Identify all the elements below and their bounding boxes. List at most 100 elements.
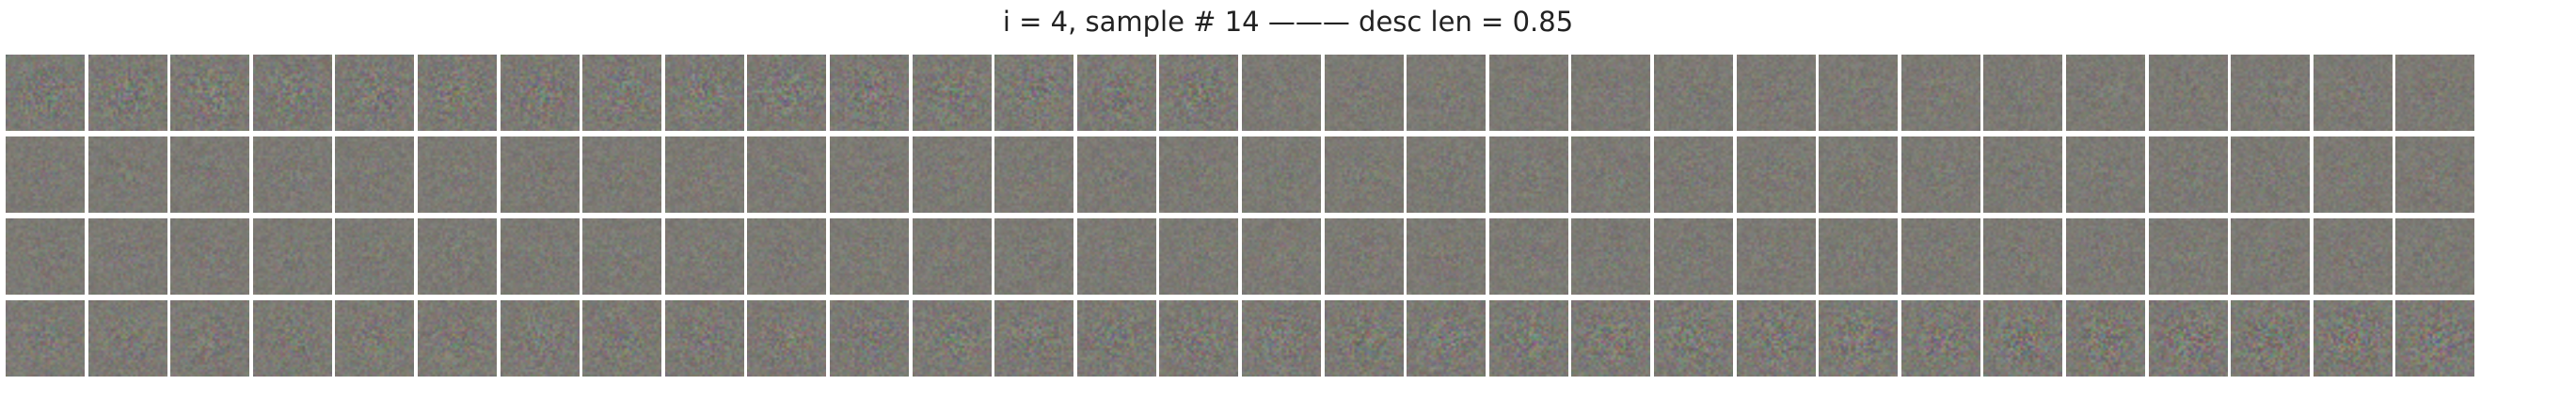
sample-image-tile [994, 218, 1073, 295]
sample-image [2395, 218, 2474, 295]
sample-image-tile [1325, 136, 1404, 213]
sample-image-tile [170, 55, 249, 131]
sample-image [582, 218, 661, 295]
sample-image-tile [913, 136, 992, 213]
sample-image-tile [1654, 136, 1733, 213]
sample-image-tile [1571, 300, 1650, 377]
sample-image-tile [913, 300, 992, 377]
sample-image-tile [2395, 136, 2474, 213]
sample-image-tile [665, 300, 744, 377]
sample-image-tile [665, 136, 744, 213]
sample-image [1571, 218, 1650, 295]
sample-image-tile [582, 300, 661, 377]
sample-image [2314, 136, 2393, 213]
sample-image-tile [747, 136, 826, 213]
sample-image-tile [582, 136, 661, 213]
sample-image [913, 300, 992, 377]
sample-image-tile [1159, 55, 1238, 131]
sample-image-tile [1489, 218, 1568, 295]
sample-image-tile [2231, 55, 2310, 131]
sample-image-tile [2149, 300, 2228, 377]
sample-image-tile [88, 300, 167, 377]
sample-image-tile [6, 55, 85, 131]
sample-image [88, 300, 167, 377]
sample-image-tile [418, 218, 497, 295]
sample-image-tile [1242, 300, 1321, 377]
sample-image [1571, 55, 1650, 131]
sample-image [2149, 218, 2228, 295]
sample-image-tile [1407, 218, 1486, 295]
sample-image-tile [1077, 55, 1156, 131]
sample-image-tile [994, 136, 1073, 213]
sample-image-tile [582, 218, 661, 295]
sample-image [2314, 218, 2393, 295]
sample-image-tile [1159, 300, 1238, 377]
sample-image [418, 136, 497, 213]
sample-image [665, 300, 744, 377]
sample-image-tile [1654, 300, 1733, 377]
sample-image [1901, 218, 1980, 295]
sample-image-tile [1983, 55, 2062, 131]
sample-image [582, 300, 661, 377]
sample-image-tile [1407, 55, 1486, 131]
sample-image [913, 55, 992, 131]
sample-image [1983, 55, 2062, 131]
sample-image [830, 300, 909, 377]
sample-image-tile [253, 218, 332, 295]
sample-image-tile [913, 218, 992, 295]
sample-image-tile [335, 300, 414, 377]
sample-image-tile [1983, 218, 2062, 295]
sample-image-tile [1737, 136, 1816, 213]
sample-image-tile [2395, 300, 2474, 377]
sample-image [88, 55, 167, 131]
sample-image-tile [2149, 55, 2228, 131]
sample-image [1325, 300, 1404, 377]
sample-image-tile [170, 218, 249, 295]
sample-image [582, 136, 661, 213]
sample-image-tile [1901, 218, 1980, 295]
sample-image [1489, 300, 1568, 377]
sample-image-tile [253, 55, 332, 131]
sample-image [994, 55, 1073, 131]
sample-image-tile [88, 218, 167, 295]
sample-image-tile [1901, 55, 1980, 131]
sample-image [665, 136, 744, 213]
sample-image-tile [830, 136, 909, 213]
sample-image-tile [88, 55, 167, 131]
figure-title: i = 4, sample # 14 ——— desc len = 0.85 [1002, 6, 1574, 38]
sample-image-tile [1737, 300, 1816, 377]
sample-image-tile [1819, 55, 1898, 131]
sample-image-tile [1077, 136, 1156, 213]
sample-image-tile [1489, 300, 1568, 377]
sample-image-tile [1571, 218, 1650, 295]
sample-image [2066, 55, 2145, 131]
sample-image-tile [501, 300, 580, 377]
sample-image [6, 218, 85, 295]
sample-image-tile [170, 300, 249, 377]
sample-image [665, 55, 744, 131]
sample-image [2314, 300, 2393, 377]
sample-image-tile [335, 218, 414, 295]
sample-image-tile [1077, 218, 1156, 295]
sample-image-tile [830, 218, 909, 295]
sample-image-tile [747, 55, 826, 131]
sample-image-tile [253, 136, 332, 213]
sample-image [1242, 300, 1321, 377]
sample-image-tile [913, 55, 992, 131]
sample-image-tile [6, 300, 85, 377]
sample-image [88, 218, 167, 295]
sample-image [994, 136, 1073, 213]
sample-image-tile [830, 300, 909, 377]
sample-image [1489, 136, 1568, 213]
sample-image-tile [1737, 55, 1816, 131]
sample-image-tile [582, 55, 661, 131]
sample-image [1983, 218, 2062, 295]
sample-image-tile [747, 218, 826, 295]
sample-image [1819, 136, 1898, 213]
sample-image [1325, 55, 1404, 131]
sample-image [1901, 136, 1980, 213]
sample-image [2231, 136, 2310, 213]
sample-image-tile [2066, 300, 2145, 377]
sample-image-tile [2314, 55, 2393, 131]
